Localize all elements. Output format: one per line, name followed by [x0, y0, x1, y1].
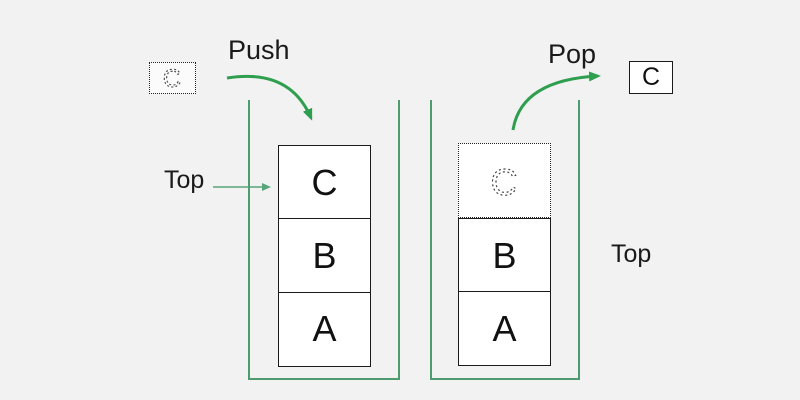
push-arrow-icon	[226, 74, 313, 121]
ghost-letter-icon: C	[162, 64, 181, 93]
ghost-stack-slot: C	[458, 143, 551, 218]
push-top-label: Top	[164, 166, 205, 194]
push-stack: C B A	[278, 145, 371, 367]
stack-box: B	[458, 218, 551, 293]
stack-box: A	[278, 291, 371, 367]
pop-top-label: Top	[611, 240, 652, 268]
pop-arrow-icon	[511, 71, 601, 131]
pop-stack: C B A	[458, 143, 551, 367]
popped-item-box: C	[629, 61, 673, 94]
push-stack-container	[248, 100, 400, 380]
stack-box: A	[458, 291, 551, 367]
push-incoming-item-box: C	[149, 62, 196, 94]
push-label: Push	[228, 35, 290, 65]
top-pointer-arrow-icon	[213, 183, 271, 191]
pop-stack-container	[430, 100, 580, 380]
stack-box: B	[278, 218, 371, 294]
pop-ghost-item-letter: C	[491, 162, 518, 203]
ghost-letter-icon: C	[490, 161, 518, 203]
push-incoming-item-letter: C	[163, 65, 181, 93]
stack-box: C	[278, 145, 371, 220]
pop-label: Pop	[548, 39, 597, 69]
